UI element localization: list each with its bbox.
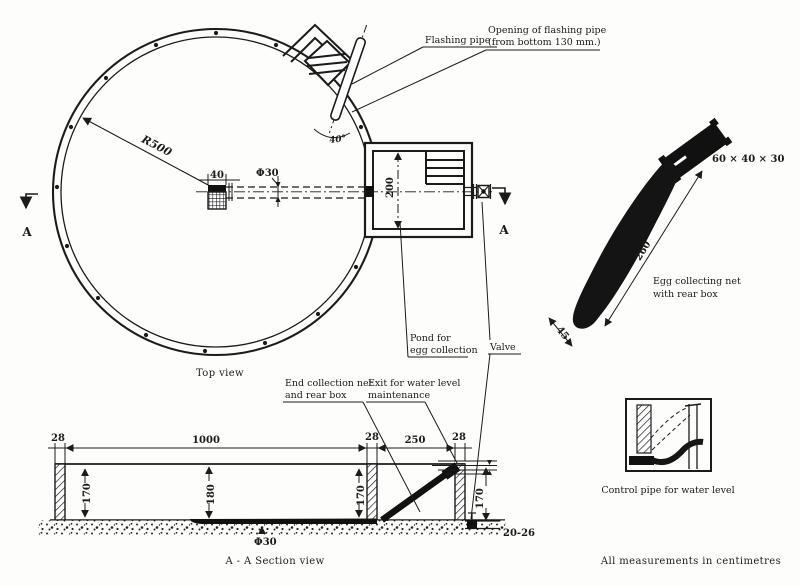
opening-callout: Opening of flashing pipe (from bottom 13… bbox=[351, 25, 607, 113]
dim-pond-width: 1000 bbox=[192, 435, 220, 446]
flashing-angle-label: 40° bbox=[329, 134, 347, 146]
top-view-caption: Top view bbox=[196, 368, 244, 379]
net-detail-label-line2: with rear box bbox=[653, 289, 718, 300]
wall-outlet-stub bbox=[629, 456, 654, 465]
dim-depth-mid: 170 bbox=[356, 485, 367, 506]
exit-label-line2: maintenance bbox=[368, 390, 430, 401]
wall-middle bbox=[366, 463, 378, 523]
exit-callout: Exit for water level maintenance bbox=[366, 378, 460, 464]
dim-depth-left: 170 bbox=[82, 483, 93, 504]
net-label-line1: End collection net bbox=[285, 378, 373, 389]
section-letter-left: A bbox=[21, 225, 32, 239]
dim-wall-mid: 28 bbox=[365, 432, 379, 443]
standpipe-cap bbox=[684, 403, 702, 407]
detail-wall bbox=[636, 404, 652, 454]
section-depth-dims: 170 180 170 170 bbox=[81, 466, 490, 521]
ground-stipple bbox=[38, 520, 506, 535]
raised-position-2 bbox=[651, 414, 691, 451]
dim-wall-right: 28 bbox=[452, 432, 466, 443]
net-width-dim: 45 bbox=[548, 317, 573, 347]
dim-pit-width: 250 bbox=[405, 435, 426, 446]
pond-grate bbox=[425, 151, 464, 185]
dim-depth-right: 170 bbox=[475, 488, 486, 509]
section-view-caption: A - A Section view bbox=[224, 556, 324, 567]
valve-label: Valve bbox=[489, 342, 516, 353]
egg-collection-pond: 200 bbox=[363, 141, 474, 239]
pond-label-line1: Pond for bbox=[410, 333, 451, 344]
control-pipe-detail: Control pipe for water level bbox=[601, 398, 735, 496]
egg-net-detail: 260 45 60 × 40 × 30 Egg collecting net w… bbox=[548, 117, 784, 347]
pond-width-dim: 200 bbox=[385, 177, 396, 198]
section-top-dims: 28 1000 28 250 28 bbox=[48, 432, 472, 464]
valve-symbol bbox=[464, 184, 492, 199]
raised-position-1 bbox=[650, 406, 690, 439]
outlet-and-valve: 20-26 bbox=[465, 512, 535, 539]
box-dims-label: 60 × 40 × 30 bbox=[712, 154, 784, 165]
net-label-line2: and rear box bbox=[285, 390, 347, 401]
opening-label-line1: Opening of flashing pipe bbox=[488, 25, 607, 36]
rear-box bbox=[658, 117, 733, 184]
rim-studs bbox=[54, 30, 364, 354]
dim-depth-center: 180 bbox=[206, 484, 217, 505]
section-letter-right: A bbox=[498, 223, 509, 237]
section-marker-right: A bbox=[492, 187, 512, 237]
pipe-diameter-dim: Φ30 bbox=[256, 168, 281, 207]
valve-callout: Valve bbox=[470, 201, 521, 520]
wall-left bbox=[54, 463, 66, 525]
pond-callout: Pond for egg collection bbox=[399, 221, 478, 358]
inlet-grate-bars bbox=[306, 53, 348, 75]
outlet-dim: 20-26 bbox=[503, 528, 535, 539]
pipe-diameter-label: Φ30 bbox=[256, 168, 279, 179]
net-callout: End collection net and rear box bbox=[283, 378, 421, 513]
section-valve bbox=[467, 520, 477, 529]
dim-wall-left: 28 bbox=[51, 433, 65, 444]
footer-note: All measurements in centimetres bbox=[600, 556, 781, 567]
section-pipe-diameter: Φ30 bbox=[254, 526, 277, 548]
control-detail-caption: Control pipe for water level bbox=[601, 485, 734, 496]
exit-label-line1: Exit for water level bbox=[368, 378, 460, 389]
net-body bbox=[572, 159, 681, 329]
section-pipe-and-net bbox=[190, 462, 461, 524]
flashing-inlet-channel bbox=[282, 23, 355, 87]
section-view: 28 1000 28 250 28 bbox=[38, 378, 535, 567]
section-marker-left: A bbox=[19, 193, 38, 239]
flashing-pipe-label: Flashing pipe bbox=[425, 35, 491, 46]
net-detail-label-line1: Egg collecting net bbox=[653, 276, 741, 287]
flashing-pipe: 40° bbox=[313, 24, 368, 146]
center-outlet: 40 bbox=[198, 170, 240, 210]
angle-arc bbox=[313, 128, 351, 139]
pond-label-line2: egg collection bbox=[410, 345, 478, 356]
top-view: 40° R500 40 bbox=[19, 23, 607, 520]
section-pipe-diameter-label: Φ30 bbox=[254, 537, 277, 548]
buried-pipe bbox=[226, 183, 372, 201]
section-structure bbox=[38, 463, 506, 535]
opening-label-line2: (from bottom 130 mm.) bbox=[488, 37, 601, 48]
net-in-section bbox=[380, 469, 451, 523]
flashing-pipe-callout: Flashing pipe bbox=[351, 35, 497, 85]
center-box-dim: 40 bbox=[210, 170, 224, 181]
